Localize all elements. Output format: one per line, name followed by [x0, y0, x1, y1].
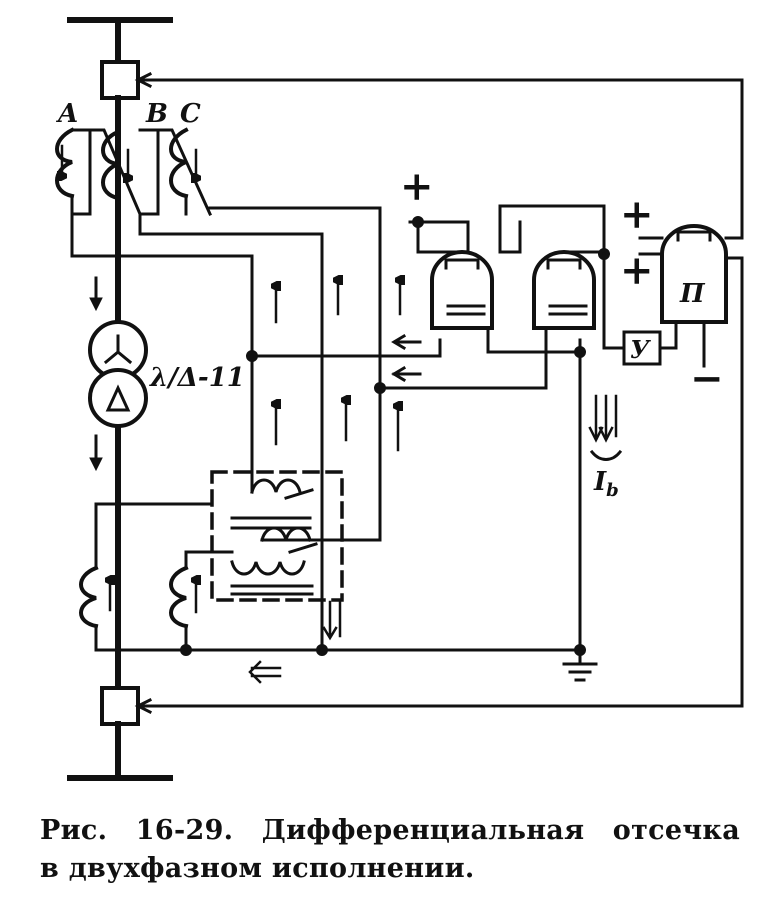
- wire-c-secondary: [208, 206, 382, 542]
- differential-relay-2: [532, 250, 596, 330]
- ground-symbol: [562, 648, 598, 682]
- plus-sign-right-top: +: [620, 191, 654, 238]
- trip-wire-top: [136, 78, 744, 240]
- minus-sign: −: [690, 355, 724, 402]
- differential-relay-1: [430, 250, 494, 330]
- plus-sign-left: +: [400, 163, 434, 210]
- transformer-connection-label: λ/Δ-11: [149, 363, 245, 393]
- auxiliary-current-transformer: [230, 478, 318, 596]
- bottom-breaker: [100, 686, 140, 726]
- phase-c-label: C: [180, 99, 201, 129]
- diff-bus-lower: [378, 328, 548, 390]
- wire-a-secondary: [70, 212, 254, 494]
- phase-b-label: B: [145, 99, 168, 129]
- auxiliary-ct-box: [210, 470, 344, 602]
- differential-cutoff-circuit-diagram: A B C λ/Δ-11: [55, 17, 744, 781]
- relay-u: [622, 330, 662, 366]
- phase-a-label: A: [55, 99, 78, 129]
- relay-p-label: П: [679, 279, 706, 309]
- top-breaker: [100, 60, 140, 100]
- caption-line-2: в двухфазном исполнении.: [40, 853, 475, 884]
- trip-wire-bottom: [136, 256, 744, 708]
- upper-current-transformers: [55, 127, 212, 216]
- relay-u-label: У: [630, 335, 651, 364]
- diff-bus-upper: [250, 338, 442, 358]
- output-relay-p: [660, 224, 728, 324]
- figure-caption: Рис. 16-29. Дифференциальная отсечка в д…: [40, 812, 740, 888]
- wire-b-secondary: [138, 212, 324, 652]
- caption-line-1: Рис. 16-29. Дифференциальная отсечка: [40, 815, 740, 846]
- power-transformer: [88, 320, 148, 428]
- current-ib-label: Ib: [593, 467, 619, 501]
- lower-current-transformers: [79, 502, 328, 656]
